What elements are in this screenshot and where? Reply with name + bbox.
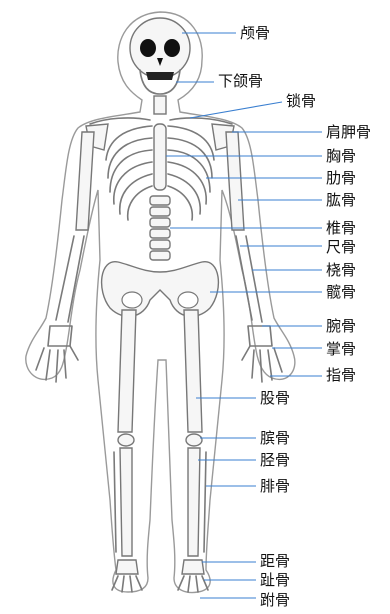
label-femur: 股骨 [260, 389, 290, 407]
left-tibia [120, 448, 132, 556]
pelvis [102, 262, 219, 317]
label-ulna: 尺骨 [326, 238, 356, 256]
right-femur [184, 310, 202, 432]
label-sternum: 胸骨 [326, 147, 356, 165]
right-ulna [236, 236, 252, 320]
label-ribs: 肋骨 [326, 169, 356, 187]
label-vertebrae: 椎骨 [326, 219, 356, 237]
skull [130, 18, 190, 78]
label-skull: 颅骨 [240, 24, 270, 42]
label-mandible: 下颌骨 [218, 72, 263, 90]
label-radius: 桡骨 [326, 261, 356, 279]
right-eye-socket [164, 39, 180, 57]
right-foot [178, 560, 208, 592]
label-metacarpals: 掌骨 [326, 340, 356, 358]
sternum [154, 124, 166, 190]
right-hand [242, 326, 282, 382]
label-carpals: 腕骨 [326, 317, 356, 335]
right-fibula [204, 452, 206, 552]
left-foot [112, 560, 142, 592]
label-toes: 趾骨 [260, 571, 290, 589]
right-radius [246, 236, 262, 322]
label-talus: 距骨 [260, 552, 290, 570]
left-fibula [114, 452, 116, 552]
label-fibula: 腓骨 [260, 477, 290, 495]
lumbar-spine [150, 196, 170, 260]
right-patella [186, 434, 202, 446]
left-femur [118, 310, 136, 432]
right-tibia [188, 448, 200, 556]
cervical-spine [154, 96, 166, 114]
label-clavicle: 锁骨 [286, 92, 316, 110]
label-scapula: 肩胛骨 [326, 123, 371, 141]
label-phalanges: 指骨 [326, 366, 356, 384]
left-patella [118, 434, 134, 446]
label-humerus: 肱骨 [326, 191, 356, 209]
label-tibia: 胫骨 [260, 451, 290, 469]
left-hand [36, 326, 78, 382]
label-tarsals: 跗骨 [260, 591, 290, 609]
label-hipbone: 髋骨 [326, 283, 356, 301]
left-radius [68, 236, 84, 322]
teeth [146, 72, 174, 80]
right-humerus [226, 132, 244, 230]
left-eye-socket [140, 39, 156, 57]
label-patella: 膑骨 [260, 429, 290, 447]
